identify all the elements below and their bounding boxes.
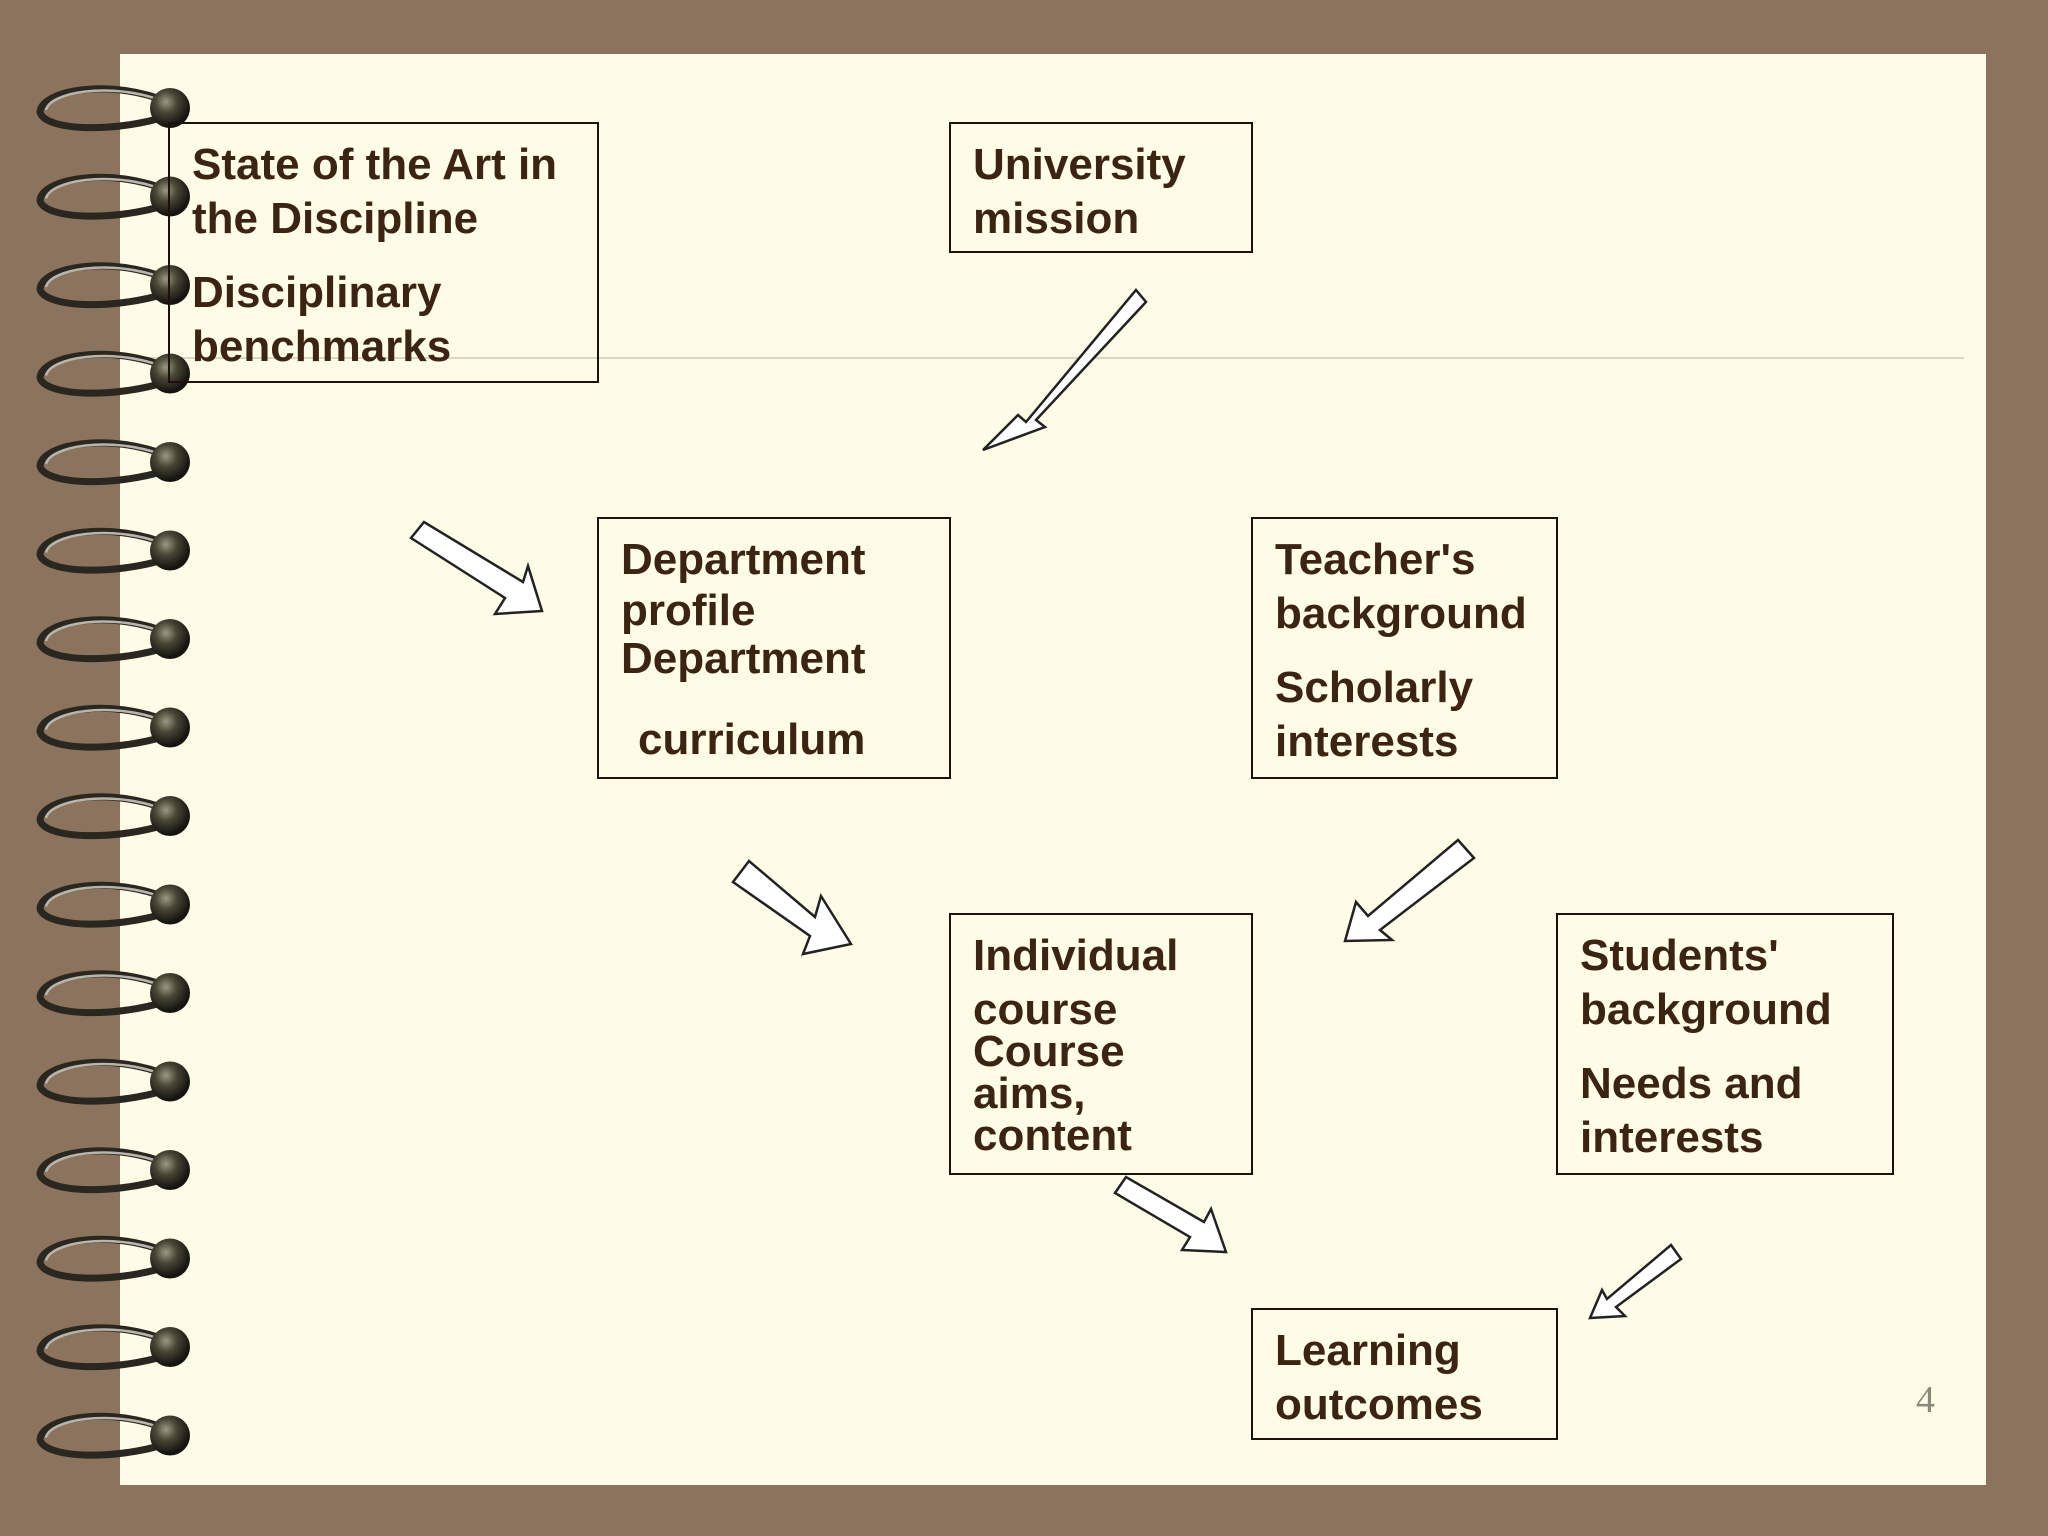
box-teacher-line1: Teacher's (1275, 535, 1476, 584)
binding-hole (150, 796, 190, 836)
box-outcomes-line2: outcomes (1275, 1380, 1483, 1429)
binding-hole (150, 176, 190, 217)
spiral-ring (36, 85, 170, 132)
spiral-ring-highlight (44, 797, 161, 819)
box-teacher-line2: background (1275, 589, 1527, 638)
spiral-ring (36, 1058, 170, 1105)
box-students-line3: Needs and (1580, 1059, 1803, 1108)
arrow-course-to-outcomes (1113, 1175, 1228, 1254)
box-course-line2: course (973, 985, 1118, 1034)
spiral-ring (36, 527, 170, 574)
binding-hole (150, 973, 190, 1013)
spiral-ring (36, 1235, 170, 1282)
spiral-ring (36, 1324, 170, 1371)
spiral-ring-highlight (44, 266, 161, 288)
box-department: Department profile Department curriculum (597, 517, 951, 779)
box-state-of-art: State of the Art in the Discipline Disci… (168, 122, 599, 383)
box-department-line2: profile (621, 586, 756, 635)
spiral-ring-highlight (44, 443, 161, 465)
box-course-line4: aims, (973, 1069, 1086, 1118)
binding-hole (150, 530, 190, 571)
box-department-line1: Department (621, 535, 866, 584)
box-students: Students' background Needs and interests (1556, 913, 1894, 1175)
spiral-ring (36, 881, 170, 928)
box-discipline-line4: benchmarks (192, 322, 452, 371)
binding-hole (150, 442, 190, 482)
spiral-ring-highlight (44, 89, 161, 111)
spiral-ring-highlight (44, 708, 161, 731)
spiral-ring-highlight (44, 1328, 161, 1350)
arrow-department-to-course (731, 859, 854, 956)
box-students-line2: background (1580, 985, 1832, 1034)
box-students-line1: Students' (1580, 931, 1779, 980)
binding-hole (150, 353, 190, 394)
binding-hole (150, 707, 190, 748)
spiral-ring (36, 970, 170, 1017)
spiral-ring-highlight (44, 1151, 161, 1173)
slide-number: 4 (1916, 1379, 1935, 1421)
slide-page (120, 54, 1986, 1485)
spiral-ring-highlight (44, 1416, 161, 1439)
spiral-ring-highlight (44, 1062, 161, 1085)
spiral-ring (36, 262, 170, 309)
spiral-ring (36, 439, 170, 486)
binding-hole (150, 88, 190, 128)
binding-hole (150, 1415, 190, 1456)
box-university-line2: mission (973, 194, 1140, 243)
binding-hole (150, 265, 190, 305)
spiral-ring (36, 350, 170, 397)
binding-hole (150, 1061, 190, 1102)
spiral-ring-highlight (44, 1239, 161, 1262)
spiral-ring (36, 173, 170, 220)
binding-hole (150, 1327, 190, 1367)
binding-hole (150, 619, 190, 659)
spiral-ring (36, 793, 170, 840)
spiral-ring (36, 616, 170, 663)
box-university-line1: University (973, 140, 1186, 189)
binding-hole (150, 884, 190, 925)
box-course-line1: Individual (973, 931, 1179, 980)
arrow-discipline-to-department (409, 520, 544, 616)
spiral-ring (36, 704, 170, 751)
spiral-ring-highlight (44, 177, 161, 200)
spiral-ring-highlight (44, 354, 161, 377)
box-learning-outcomes: Learning outcomes (1251, 1308, 1558, 1440)
box-discipline-line2: the Discipline (192, 194, 479, 243)
spiral-ring-highlight (44, 974, 161, 996)
spiral-ring-highlight (44, 885, 161, 908)
box-discipline-line1: State of the Art in (192, 140, 558, 189)
box-students-line4: interests (1580, 1113, 1764, 1162)
box-teacher-line4: interests (1275, 717, 1459, 766)
arrow-teacher-to-course (1343, 838, 1476, 943)
box-course-line3: Course (973, 1027, 1125, 1076)
arrow-students-to-outcomes (1588, 1243, 1683, 1320)
spiral-ring (36, 1412, 170, 1459)
box-outcomes-line1: Learning (1275, 1326, 1461, 1375)
arrow-university-to-department (982, 288, 1148, 452)
box-teacher: Teacher's background Scholarly interests (1251, 517, 1558, 779)
box-department-line3: Department (621, 634, 866, 683)
spiral-ring-highlight (44, 620, 161, 642)
box-university-mission: University mission (949, 122, 1253, 253)
spiral-ring (36, 1147, 170, 1194)
box-course-line5: content (973, 1111, 1132, 1160)
binding-hole (150, 1238, 190, 1279)
box-department-line4: curriculum (638, 715, 866, 764)
binding-hole (150, 1150, 190, 1190)
box-teacher-line3: Scholarly (1275, 663, 1474, 712)
box-individual-course: Individual course Course aims, content (949, 913, 1253, 1175)
box-discipline-line3: Disciplinary (192, 268, 442, 317)
spiral-ring-highlight (44, 531, 161, 554)
spiral-binding (36, 85, 190, 1459)
notebook-rule-line (120, 357, 1964, 359)
